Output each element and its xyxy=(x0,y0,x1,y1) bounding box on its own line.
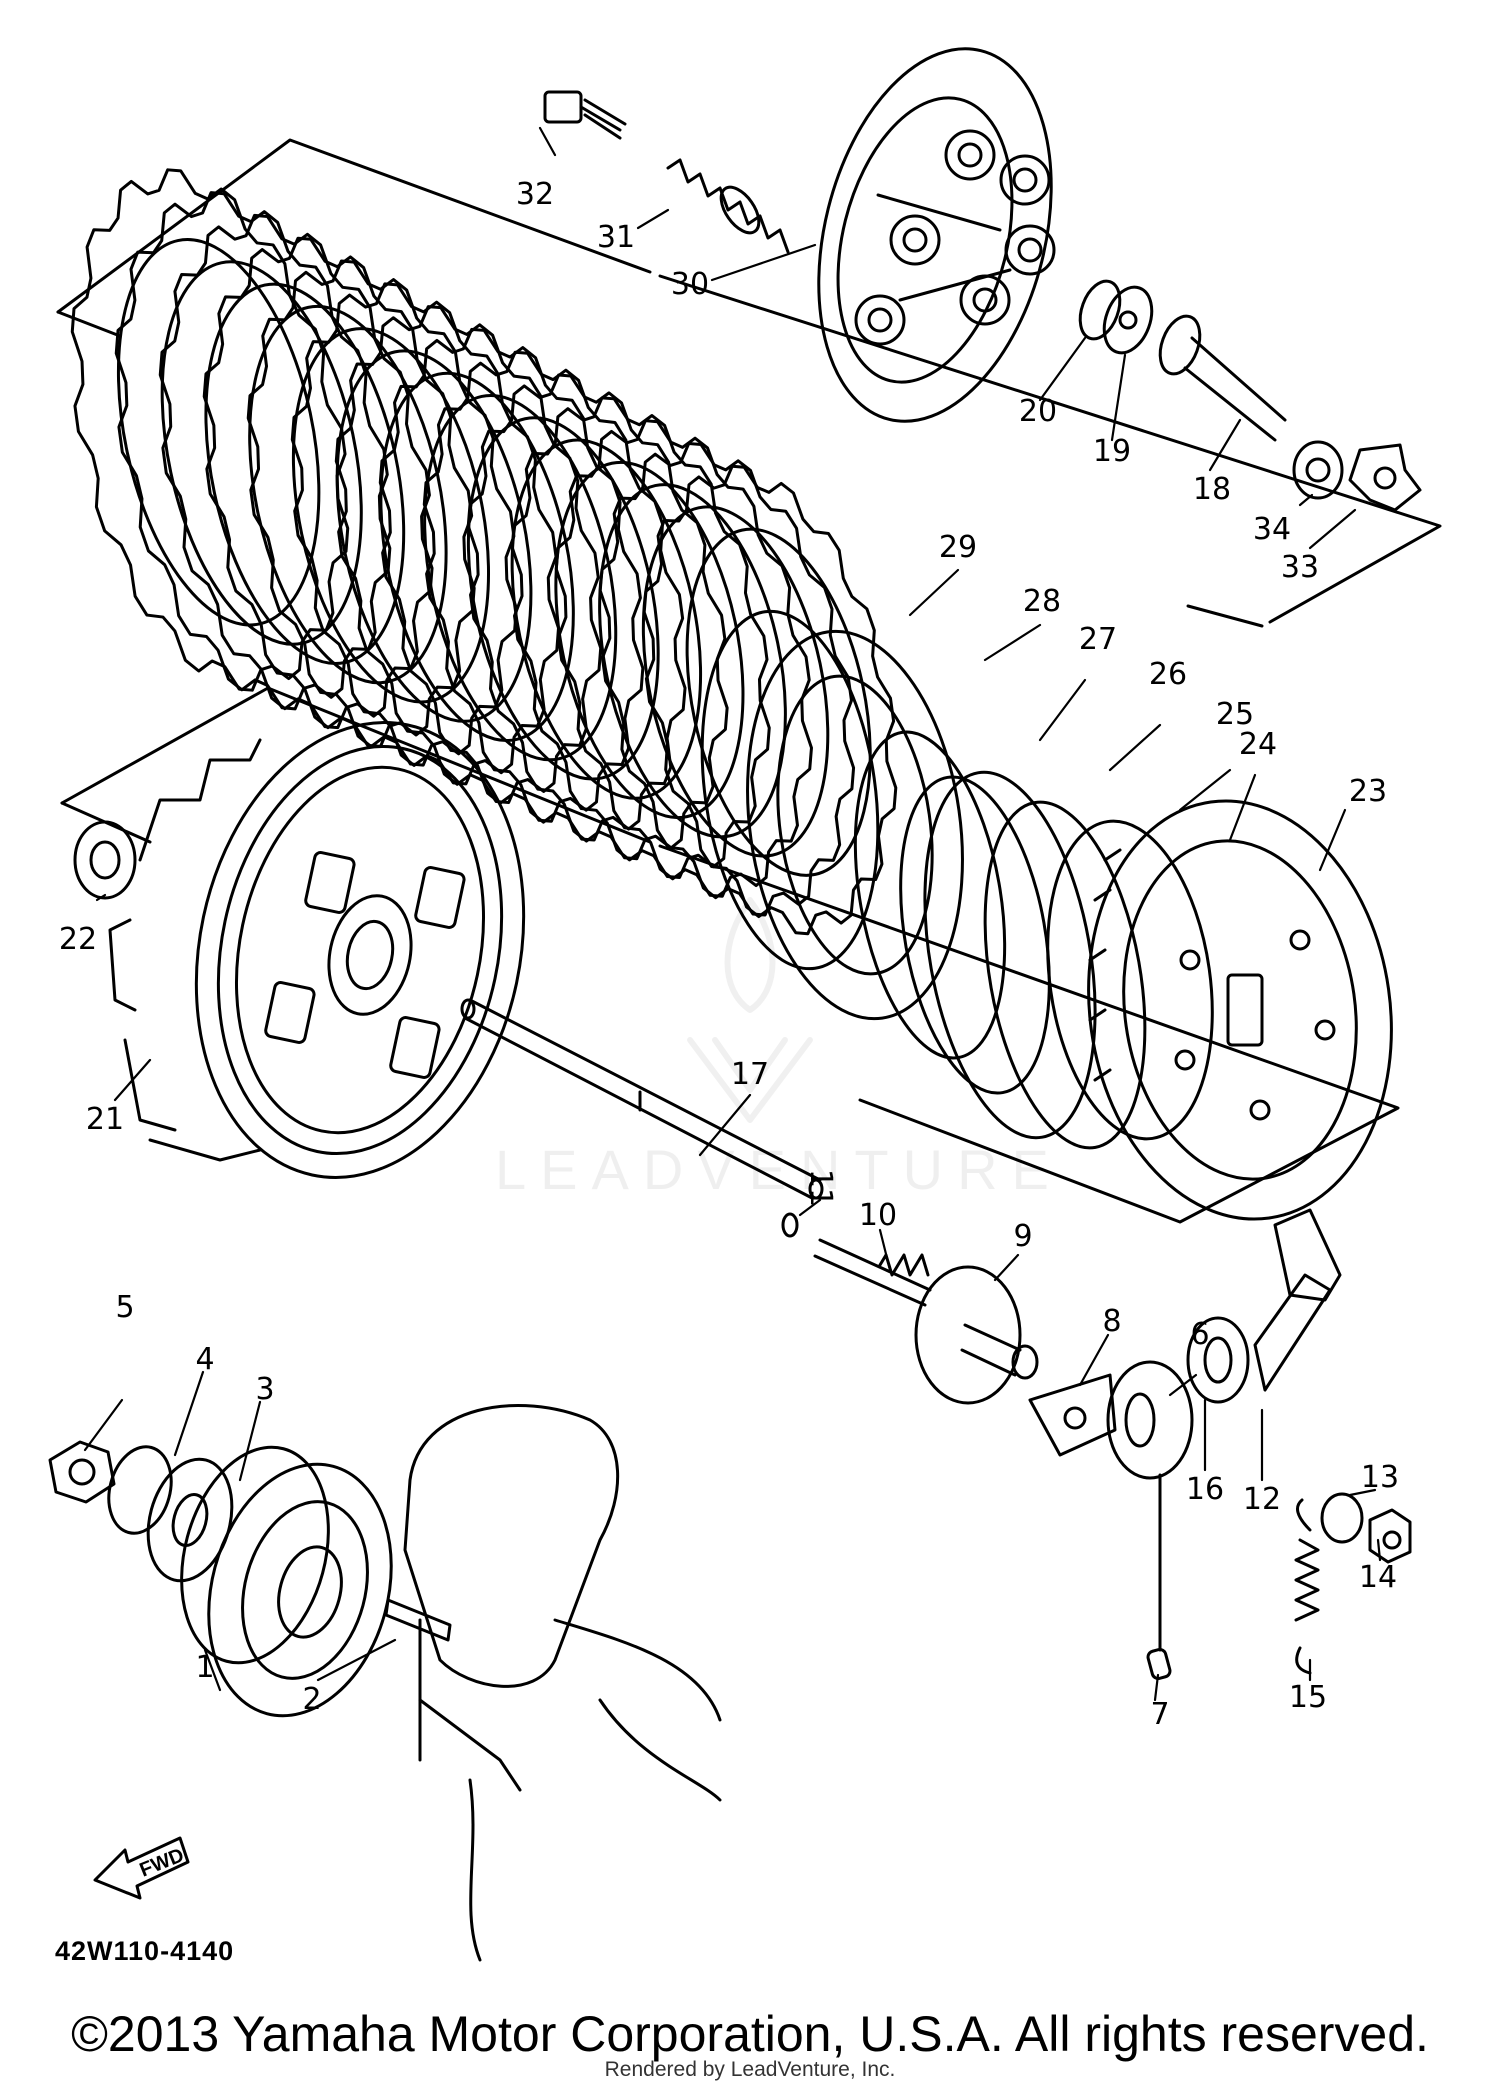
callout-20: 20 xyxy=(1018,394,1058,429)
callout-33: 33 xyxy=(1280,550,1320,585)
callout-4: 4 xyxy=(195,1342,215,1377)
clutch-plate-stack xyxy=(70,168,898,936)
clutch-plate-inner xyxy=(423,393,618,762)
callout-9: 9 xyxy=(1013,1219,1033,1254)
clutch-plate xyxy=(554,419,813,898)
crankshaft-outline xyxy=(403,1404,722,1962)
clutch-plate-inner xyxy=(204,282,406,665)
callout-29: 29 xyxy=(938,530,978,565)
clutch-spring xyxy=(666,158,790,254)
clutch-plate xyxy=(70,168,350,692)
callout-3: 3 xyxy=(255,1372,275,1407)
clutch-plate-inner xyxy=(641,505,830,858)
clutch-plate xyxy=(466,373,729,861)
clutch-plate xyxy=(114,191,392,711)
callout-30: 30 xyxy=(670,267,710,302)
copyright-notice: ©2013 Yamaha Motor Corporation, U.S.A. A… xyxy=(71,2006,1429,2062)
callout-22: 22 xyxy=(58,922,98,957)
fwd-arrow-icon: FWD xyxy=(93,1836,190,1900)
callout-10: 10 xyxy=(858,1198,898,1233)
callout-8: 8 xyxy=(1102,1304,1122,1339)
callout-5: 5 xyxy=(115,1290,135,1325)
clutch-plate xyxy=(290,282,561,786)
watermark-text: LEADVENTURE xyxy=(495,1138,1063,1201)
callout-31: 31 xyxy=(596,220,636,255)
thrust-washer-22 xyxy=(73,820,137,900)
render-credit: Rendered by LeadVenture, Inc. xyxy=(604,2058,896,2081)
clutch-plate xyxy=(510,396,771,879)
callout-28: 28 xyxy=(1022,584,1062,619)
callout-21: 21 xyxy=(85,1102,125,1137)
callout-11: 11 xyxy=(803,1168,838,1208)
clutch-plate xyxy=(202,236,476,748)
fwd-label: FWD xyxy=(137,1844,187,1881)
clutch-rings xyxy=(700,609,1147,1150)
clutch-plate-inner xyxy=(685,527,872,877)
callout-15: 15 xyxy=(1288,1680,1328,1715)
clutch-plate xyxy=(334,305,603,805)
drawing-code: 42W110-4140 xyxy=(55,1936,235,1966)
clutch-plate xyxy=(246,259,518,767)
clutch-housing xyxy=(108,721,526,1179)
nut-washer-spring xyxy=(1294,1492,1412,1675)
clutch-plate-inner xyxy=(116,238,321,627)
callout-27: 27 xyxy=(1078,622,1118,657)
clutch-plate xyxy=(158,213,434,730)
callout-7: 7 xyxy=(1150,1697,1170,1732)
primary-drive-gear xyxy=(48,1440,393,1718)
callout-16: 16 xyxy=(1185,1472,1225,1507)
callout-25: 25 xyxy=(1215,697,1255,732)
callout-6: 6 xyxy=(1190,1317,1210,1352)
clutch-plate xyxy=(642,464,898,936)
callout-19: 19 xyxy=(1092,434,1132,469)
clutch-plate-inner xyxy=(379,371,575,743)
callout-32: 32 xyxy=(515,177,555,212)
callout-24: 24 xyxy=(1238,727,1278,762)
clutch-plate xyxy=(598,441,856,917)
callout-14: 14 xyxy=(1358,1560,1398,1595)
push-rod-assembly xyxy=(1078,279,1422,512)
callout-1: 1 xyxy=(195,1650,215,1685)
callout-23: 23 xyxy=(1348,774,1388,809)
callout-12: 12 xyxy=(1242,1482,1282,1517)
callout-18: 18 xyxy=(1192,472,1232,507)
clutch-plate-inner xyxy=(466,416,660,781)
pressure-plate xyxy=(817,47,1056,423)
callout-2: 2 xyxy=(302,1682,322,1717)
clutch-plate-inner xyxy=(248,304,448,685)
push-lever-parts xyxy=(914,1208,1342,1681)
watermark-logo xyxy=(687,897,813,1123)
callout-13: 13 xyxy=(1360,1460,1400,1495)
callout-26: 26 xyxy=(1148,657,1188,692)
clutch-plate-inner xyxy=(554,460,745,820)
push-rod-10 xyxy=(813,1238,932,1307)
woodruff-key xyxy=(384,1598,452,1642)
clutch-plate-inner xyxy=(160,260,363,646)
clutch-plate xyxy=(422,350,687,842)
callout-17: 17 xyxy=(730,1057,770,1092)
callout-34: 34 xyxy=(1252,512,1292,547)
leader-lines xyxy=(83,126,1382,1702)
clutch-plate xyxy=(378,327,645,823)
spring-bolt xyxy=(543,90,627,140)
push-rod-17 xyxy=(460,998,824,1200)
clutch-plate-inner xyxy=(598,483,787,839)
clutch-boss xyxy=(1046,799,1393,1221)
o-ring-11 xyxy=(781,1212,799,1238)
